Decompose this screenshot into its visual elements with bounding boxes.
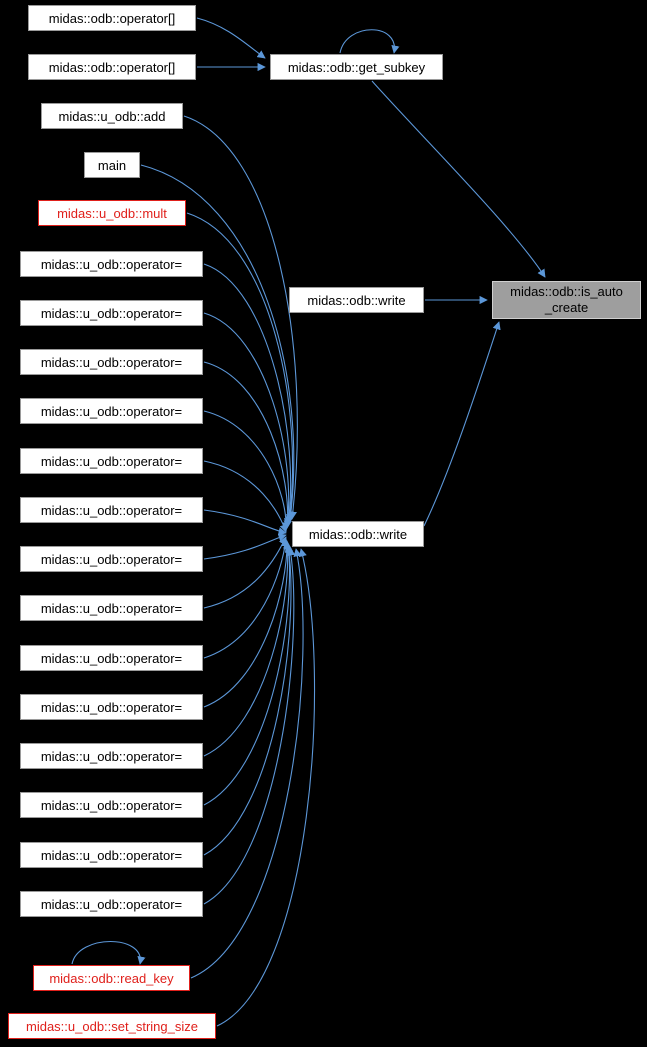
is-auto-create-line2: _create [544,300,589,315]
node-operator-assign-5[interactable]: midas::u_odb::operator= [20,448,203,474]
node-write-mid[interactable]: midas::odb::write [289,287,424,313]
edge-operator-assign-3-to-write [203,361,292,529]
edge-operator-assign-12-to-write [203,543,293,806]
node-u-odb-add[interactable]: midas::u_odb::add [41,103,183,129]
edge-read-key-self-loop [71,940,146,965]
edge-operator-assign-13-to-write [203,544,294,856]
node-operator-assign-3[interactable]: midas::u_odb::operator= [20,349,203,375]
node-u-odb-mult[interactable]: midas::u_odb::mult [38,200,186,226]
edge-operator-assign-5-to-write [203,460,288,533]
node-operator-assign-1[interactable]: midas::u_odb::operator= [20,251,203,277]
node-operator-assign-8[interactable]: midas::u_odb::operator= [20,595,203,621]
node-operator-assign-10[interactable]: midas::u_odb::operator= [20,694,203,720]
node-operator-assign-6[interactable]: midas::u_odb::operator= [20,497,203,523]
edge-get-subkey-self-loop [339,29,400,54]
node-write-center[interactable]: midas::odb::write [292,521,424,547]
edge-operator-assign-2-to-write [203,312,293,527]
edge-operator-assign-1-to-write [203,263,294,525]
edge-operator-assign-7-to-write [203,533,287,560]
node-operator-assign-4[interactable]: midas::u_odb::operator= [20,398,203,424]
node-operator-bracket-1[interactable]: midas::odb::operator[] [28,5,196,31]
edge-write-center-to-is-auto-create [423,321,501,527]
node-operator-assign-12[interactable]: midas::u_odb::operator= [20,792,203,818]
edge-operator-assign-14-to-write [203,547,296,905]
node-main[interactable]: main [84,152,140,178]
node-operator-assign-2[interactable]: midas::u_odb::operator= [20,300,203,326]
edge-set-string-size-to-write [216,548,316,1027]
edge-operator-assign-8-to-write [203,536,287,609]
node-read-key[interactable]: midas::odb::read_key [33,965,190,991]
node-operator-assign-14[interactable]: midas::u_odb::operator= [20,891,203,917]
node-operator-assign-13[interactable]: midas::u_odb::operator= [20,842,203,868]
node-is-auto-create: midas::odb::is_auto _create [492,281,641,319]
node-get-subkey[interactable]: midas::odb::get_subkey [270,54,443,80]
is-auto-create-line1: midas::odb::is_auto [510,284,623,299]
node-set-string-size[interactable]: midas::u_odb::set_string_size [8,1013,216,1039]
node-operator-assign-11[interactable]: midas::u_odb::operator= [20,743,203,769]
edge-operator-assign-4-to-write [203,410,291,531]
node-operator-bracket-2[interactable]: midas::odb::operator[] [28,54,196,80]
node-operator-assign-9[interactable]: midas::u_odb::operator= [20,645,203,671]
edge-operator-assign-10-to-write [203,540,292,708]
edge-get-subkey-to-is-auto-create [371,80,546,278]
edge-operator-assign-11-to-write [203,541,292,757]
edge-operator-assign-9-to-write [203,538,290,659]
edge-read-key-to-write [190,548,304,979]
node-operator-assign-7[interactable]: midas::u_odb::operator= [20,546,203,572]
edge-operator-assign-6-to-write [203,509,287,536]
edge-operator-bracket-1-to-get-subkey [196,17,266,59]
